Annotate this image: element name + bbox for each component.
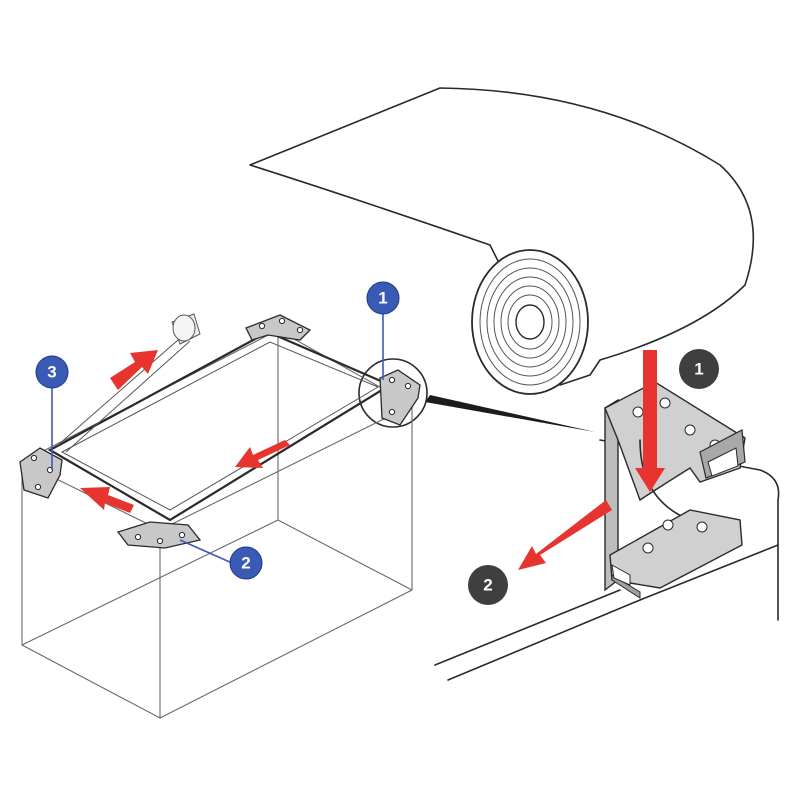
marker-detail-1-label: 1 <box>694 360 703 379</box>
marker-tank-3-label: 3 <box>47 363 56 382</box>
arrow-rim-left <box>235 440 290 468</box>
marker-tank-2: 2 <box>229 546 263 580</box>
marker-tank-1-label: 1 <box>378 289 387 308</box>
foam-sheet <box>249 87 755 386</box>
marker-detail-2: 2 <box>468 565 508 605</box>
corner-clip-icon <box>604 381 746 599</box>
clip-front-bottom <box>116 521 202 549</box>
marker-detail-2-label: 2 <box>483 576 492 595</box>
leader-lines <box>51 310 384 564</box>
clip-right-corner <box>379 369 421 426</box>
clip-top-back <box>245 314 312 341</box>
tape-reel-icon <box>471 249 589 395</box>
clip-left-corner <box>19 447 63 499</box>
marker-tank-2-label: 2 <box>241 554 250 573</box>
glass-tank <box>21 329 413 719</box>
marker-tank-1: 1 <box>366 281 400 315</box>
arrow-detail-down <box>635 350 665 492</box>
arrow-detail-left <box>518 500 612 570</box>
foam-roll-icon <box>57 313 201 453</box>
marker-tank-3: 3 <box>35 355 69 389</box>
tank-edge-closeup <box>434 439 780 681</box>
arrow-up-right <box>110 350 158 390</box>
marker-detail-1: 1 <box>679 349 719 389</box>
arrows <box>80 350 665 570</box>
zoom-callout <box>358 358 595 432</box>
arrow-front-left <box>80 487 134 513</box>
